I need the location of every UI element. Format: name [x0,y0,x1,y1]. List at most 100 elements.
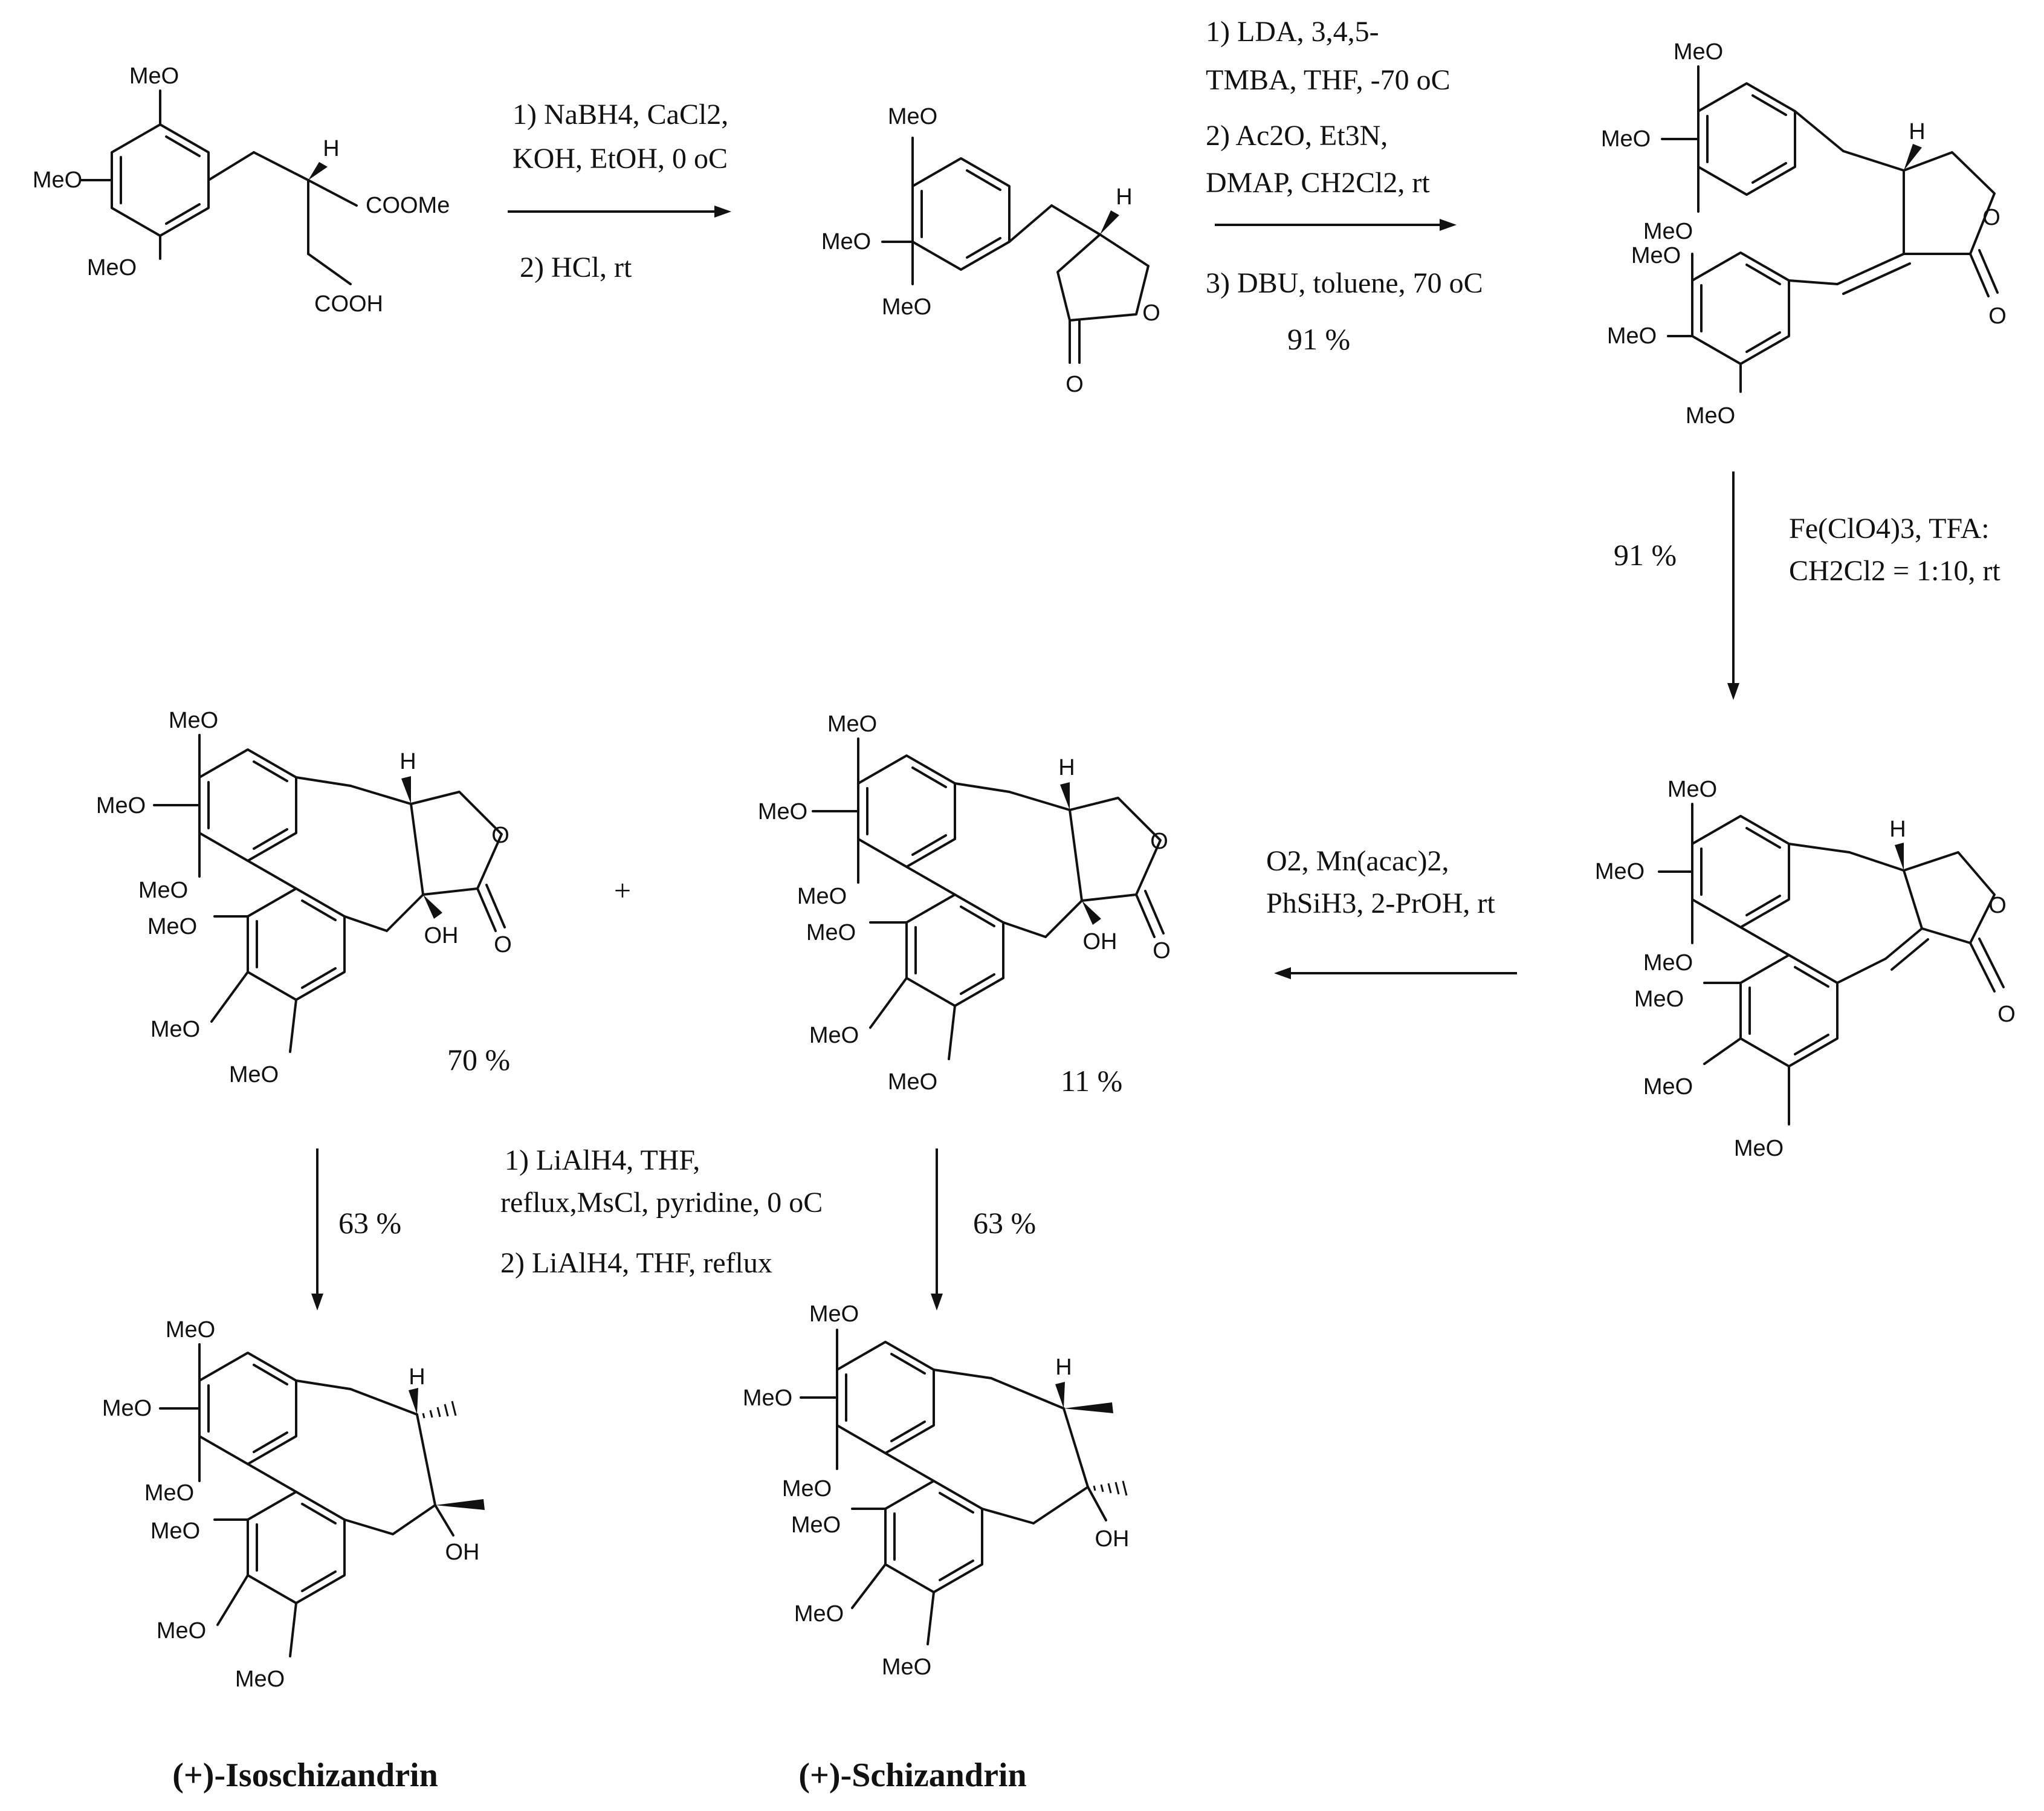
condition-line: 1) LDA, 3,4,5- [1206,16,1379,48]
meo-label: MeO [144,1480,194,1506]
meo-label: MeO [809,1023,859,1048]
meo-label: MeO [1643,219,1693,244]
conditions-step-1: 1) NaBH4, CaCl2, KOH, EtOH, 0 oC 2) HCl,… [513,99,728,283]
meo-label: MeO [827,711,877,737]
o-label: O [1988,893,2007,918]
condition-line: KOH, EtOH, 0 oC [513,143,728,175]
condition-line: CH2Cl2 = 1:10, rt [1789,555,2000,587]
yield-label: 63 % [973,1206,1036,1240]
meo-label: MeO [782,1476,832,1502]
h-label: H [1055,1355,1072,1380]
meo-label: MeO [1643,950,1693,976]
product-name-schizandrin: (+)-Schizandrin [798,1757,1026,1794]
meo-label: MeO [87,255,137,280]
plus-sign: + [614,873,631,907]
conditions-step-4: O2, Mn(acac)2, PhSiH3, 2-PrOH, rt [1266,845,1495,919]
conditions-step-3: Fe(ClO4)3, TFA: CH2Cl2 = 1:10, rt 91 % [1614,513,2000,587]
meo-label: MeO [809,1301,859,1327]
meo-label: MeO [806,920,856,945]
meo-label: MeO [1674,39,1723,65]
meo-label: MeO [743,1385,792,1411]
yield-label: 91 % [1614,538,1677,572]
oh-label: OH [1083,929,1117,954]
conditions-step-2: 1) LDA, 3,4,5- TMBA, THF, -70 oC 2) Ac2O… [1206,16,1483,356]
meo-label: MeO [794,1601,844,1627]
meo-label: MeO [169,708,218,733]
reaction-arrow-5-right [931,1148,943,1310]
meo-label: MeO [1595,859,1645,884]
meo-label: MeO [888,1069,937,1095]
condition-line: DMAP, CH2Cl2, rt [1206,167,1430,199]
meo-label: MeO [235,1667,285,1692]
o-label: O [494,932,512,957]
yield-major: 70 % [447,1043,510,1077]
condition-line: Fe(ClO4)3, TFA: [1789,513,1990,545]
condition-line: 1) NaBH4, CaCl2, [513,99,728,131]
compound-5b-minor-hydroxy-lactone: MeO MeO MeO MeO MeO MeO H O O OH 11 % [758,711,1171,1098]
meo-label: MeO [1686,403,1735,429]
compound-1-half-ester: MeO MeO MeO H COOMe COOH [33,63,450,317]
meo-label: MeO [758,799,807,825]
h-label: H [1909,119,1925,144]
meo-label: MeO [1734,1136,1784,1161]
o-label: O [1150,829,1168,854]
condition-line: 2) LiAlH4, THF, reflux [500,1247,772,1279]
o-label: O [1066,372,1084,397]
reaction-arrow-5-left [311,1148,323,1310]
meo-label: MeO [1601,126,1651,152]
compound-3-benzylidene-lactone: MeO MeO MeO MeO MeO MeO H O O [1601,39,2007,429]
h-label: H [323,136,339,161]
meo-label: MeO [157,1618,206,1644]
yield-minor: 11 % [1061,1064,1122,1098]
o-label: O [1988,303,2007,329]
compound-2-lactone: MeO MeO MeO H O O [821,104,1160,397]
meo-label: MeO [150,1518,200,1544]
condition-line: 2) HCl, rt [520,251,632,283]
h-label: H [1058,755,1075,780]
meo-label: MeO [1667,777,1717,802]
condition-line: reflux,MsCl, pyridine, 0 oC [500,1187,823,1219]
conditions-step-5: 1) LiAlH4, THF, reflux,MsCl, pyridine, 0… [338,1144,1036,1279]
meo-label: MeO [96,793,146,818]
condition-line: TMBA, THF, -70 oC [1206,64,1451,96]
h-label: H [409,1364,425,1390]
meo-label: MeO [797,884,847,909]
product-schizandrin: MeO MeO MeO MeO MeO MeO H OH (+)-Schizan… [743,1301,1130,1794]
condition-line: 3) DBU, toluene, 70 oC [1206,267,1483,299]
oh-label: OH [1095,1526,1130,1552]
o-label: O [1142,300,1160,326]
meo-label: MeO [882,294,931,320]
oh-label: OH [424,923,459,948]
oh-label: OH [445,1540,480,1565]
condition-line: 1) LiAlH4, THF, [505,1144,700,1176]
meo-label: MeO [1607,323,1657,349]
condition-line: O2, Mn(acac)2, [1266,845,1449,877]
meo-label: MeO [821,229,871,254]
coome-label: COOMe [366,193,450,218]
meo-label: MeO [102,1396,152,1421]
meo-label: MeO [166,1317,215,1343]
meo-label: MeO [882,1654,931,1680]
meo-label: MeO [138,878,188,903]
reaction-arrow-4 [1274,967,1517,979]
reaction-arrow-2 [1215,219,1457,231]
condition-line: PhSiH3, 2-PrOH, rt [1266,887,1495,919]
o-label: O [1997,1002,2016,1027]
compound-4-biaryl-unsaturated-lactone: MeO MeO MeO MeO MeO MeO H O O [1595,777,2016,1161]
meo-label: MeO [1634,986,1684,1012]
meo-label: MeO [33,167,82,193]
reaction-arrow-1 [508,206,731,218]
condition-line: 2) Ac2O, Et3N, [1206,120,1388,152]
h-label: H [1116,184,1132,210]
meo-label: MeO [888,104,937,129]
h-label: H [399,749,416,774]
meo-label: MeO [147,914,197,939]
h-label: H [1889,817,1906,842]
yield-label: 91 % [1287,322,1350,356]
cooh-label: COOH [314,291,383,317]
compound-5a-major-hydroxy-lactone: MeO MeO MeO MeO MeO MeO H O O OH 70 % [96,708,512,1087]
o-label: O [1153,938,1171,964]
yield-label: 63 % [338,1206,401,1240]
meo-label: MeO [791,1512,841,1538]
